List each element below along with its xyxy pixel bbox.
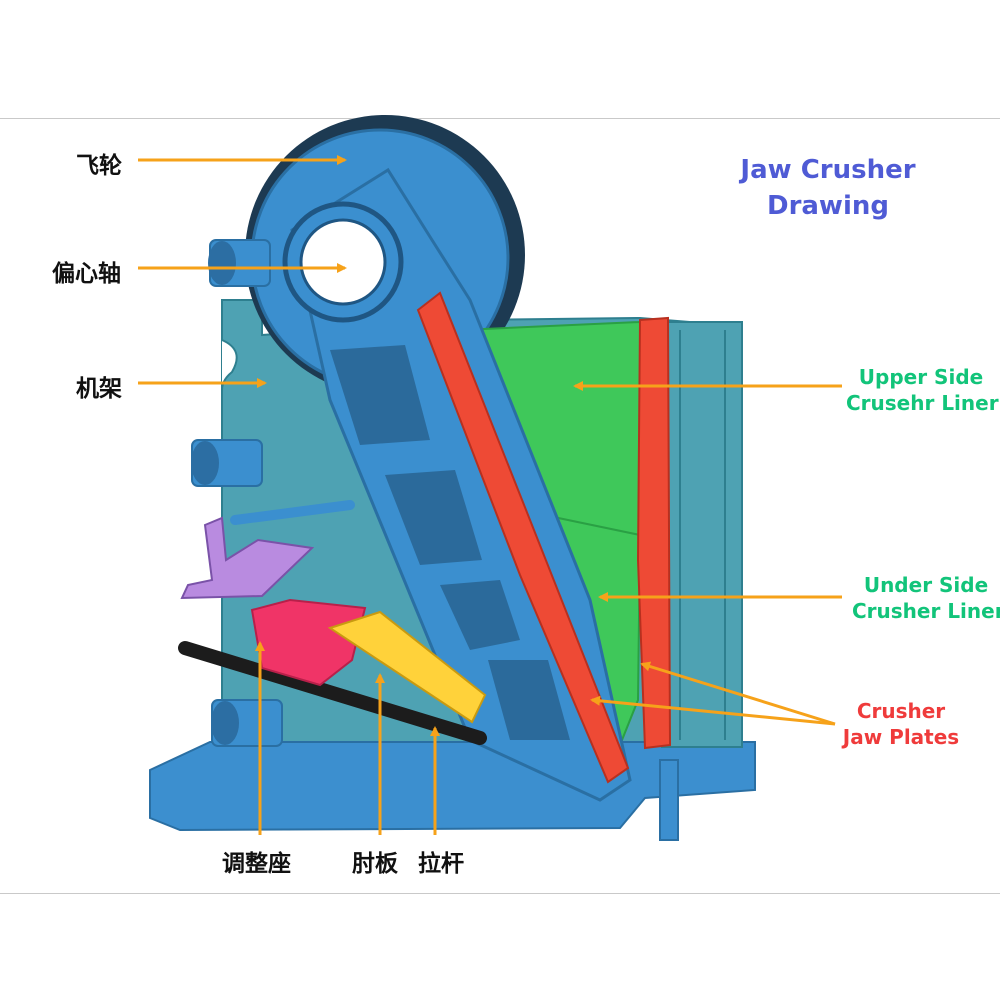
eccentric-shaft — [299, 218, 387, 306]
diagram-title: Jaw Crusher Drawing — [738, 152, 918, 224]
upper-liner-label-line2: Crusehr Liner — [846, 391, 999, 415]
jaw-plates-label: Crusher Jaw Plates — [836, 698, 966, 750]
under-liner-label-line2: Crusher Liner — [852, 599, 1000, 623]
adjusting-seat — [250, 598, 367, 687]
pipe-middle — [191, 439, 263, 487]
under-liner-label-line1: Under Side — [863, 573, 989, 597]
frame-right-box — [661, 321, 743, 748]
base-foot-right — [659, 759, 679, 841]
jaw-plates-label-line1: Crusher — [856, 699, 946, 723]
swing-jaw-window-2 — [385, 470, 482, 565]
top-rule — [0, 118, 1000, 119]
jaw-plates-label-line2: Jaw Plates — [842, 725, 960, 749]
swing-jaw-window-3 — [440, 580, 520, 650]
bottom-rule — [0, 893, 1000, 894]
tension-rod-spring — [230, 500, 355, 525]
tension-rod-bar — [178, 641, 487, 745]
upper-liner-label: Upper Side Crusehr Liner — [846, 364, 999, 416]
frame-label: 机架 — [76, 376, 122, 402]
toggle-plate-label: 肘板 — [352, 851, 398, 877]
swing-jaw — [290, 167, 632, 802]
tension-rod-label: 拉杆 — [418, 851, 464, 877]
movable-jaw-plate — [416, 291, 630, 784]
bracket — [180, 516, 315, 600]
adjusting-seat-label: 调整座 — [222, 851, 291, 877]
flywheel-label: 飞轮 — [76, 153, 122, 179]
diagram-title-line1: Jaw Crusher — [740, 155, 916, 185]
jaw-plates-arrow-upper — [640, 661, 836, 726]
pipe-upper — [208, 239, 271, 287]
eccentric-shaft-label: 偏心轴 — [52, 261, 121, 287]
fixed-jaw-plate — [636, 316, 672, 750]
toggle-plate-shape — [327, 610, 487, 724]
swing-jaw-window-4 — [488, 660, 570, 740]
pipe-lower — [211, 699, 283, 747]
under-liner-label: Under Side Crusher Liner — [852, 572, 1000, 624]
jaw-plates-arrow-lower — [590, 695, 836, 726]
upper-liner-label-line1: Upper Side — [858, 365, 984, 389]
diagram-title-line2: Drawing — [766, 191, 889, 221]
swing-jaw-window-1 — [330, 345, 430, 445]
